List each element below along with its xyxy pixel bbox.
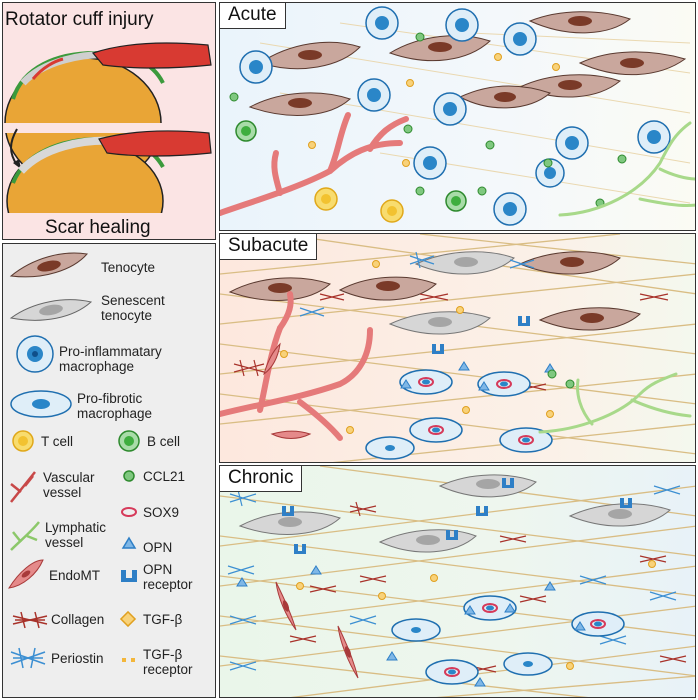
legend-tenocyte: Tenocyte [101, 260, 156, 275]
legend-panel: Tenocyte Senescent tenocyte Pro-inflamma… [2, 243, 216, 698]
injury-panel: Rotator cuff injury Scar healing [2, 2, 216, 240]
legend-periostin: Periostin [51, 651, 104, 666]
healed-shoulder [3, 130, 215, 239]
t-cell-icon [12, 430, 34, 452]
legend-profibrotic-line1: Pro-fibrotic [77, 391, 143, 406]
chronic-tgfb [296, 560, 656, 670]
b-cell-icon [118, 430, 140, 452]
acute-tenocyte-nuclei [288, 16, 644, 108]
legend-profibrotic-line2: macrophage [77, 406, 153, 421]
subacute-periostin [299, 251, 535, 317]
collagen-icon [12, 611, 48, 629]
chronic-senescent [238, 474, 671, 553]
acute-b-cells [235, 120, 467, 212]
subacute-ccl21 [547, 369, 575, 389]
chronic-opn [236, 565, 586, 687]
acute-panel: Acute [219, 2, 696, 231]
subacute-endomt [263, 342, 312, 439]
legend-opn-receptor-line1: OPN [143, 562, 173, 577]
legend-b-cell: B cell [147, 434, 181, 449]
vascular-vessel-icon [10, 471, 36, 503]
legend-opn-receptor-line2: receptor [143, 577, 193, 592]
tgfb-icon [119, 610, 137, 628]
chronic-periostin [227, 485, 681, 671]
legend-collagen: Collagen [51, 612, 105, 627]
legend-tgfb-receptor-line1: TGF-β [143, 647, 183, 662]
subacute-macrophages [365, 369, 553, 460]
subacute-label: Subacute [220, 234, 318, 260]
legend-opn: OPN [143, 540, 173, 555]
legend-vascular-line1: Vascular [43, 470, 95, 485]
acute-vascular-vessel [220, 112, 409, 216]
profibrotic-macrophage-icon [10, 390, 72, 418]
subacute-tgfb [280, 260, 554, 434]
chronic-collagen [289, 501, 687, 673]
endomt-icon [8, 559, 44, 589]
senescent-tenocyte-icon [9, 299, 93, 321]
periostin-icon [10, 647, 46, 669]
chronic-opn-receptor [282, 478, 632, 554]
subacute-nuclei [268, 257, 604, 323]
legend-vascular-line2: vessel [43, 485, 82, 500]
tenocyte-icon [9, 252, 88, 278]
legend-lymphatic-line1: Lymphatic [45, 520, 107, 535]
legend-t-cell: T cell [41, 434, 74, 449]
subacute-illustration [220, 234, 695, 462]
subacute-opn [400, 361, 556, 391]
acute-lymphatic-vessel [558, 121, 695, 217]
opn-receptor-icon [121, 570, 137, 582]
healing-outcome: Scar healing [45, 217, 151, 238]
legend-senescent-line2: tenocyte [101, 308, 153, 323]
legend-sox9: SOX9 [143, 505, 180, 520]
legend-icons [8, 252, 140, 669]
acute-tgfb [308, 53, 560, 167]
legend-proinflammatory-line1: Pro-inflammatary [59, 344, 162, 359]
chronic-macrophages [391, 595, 625, 685]
tgfb-receptor-icon [122, 658, 135, 662]
subacute-opn-receptor [432, 316, 530, 354]
legend-senescent-line1: Senescent [101, 293, 165, 308]
acute-illustration [220, 6, 695, 226]
injury-title: Rotator cuff injury [5, 9, 154, 30]
subacute-lymphatic-vessel [538, 372, 692, 434]
ccl21-icon [123, 470, 135, 482]
lymphatic-vessel-icon [10, 521, 40, 551]
sox9-icon [121, 507, 137, 517]
injury-illustration [3, 42, 215, 239]
opn-icon [121, 536, 137, 549]
acute-macrophages [239, 6, 671, 226]
acute-t-cells [314, 187, 404, 223]
legend-lymphatic-line2: vessel [45, 535, 84, 550]
acute-ccl21 [229, 32, 627, 208]
chronic-panel: Chronic [219, 465, 696, 698]
legend-tgfb-receptor-line2: receptor [143, 662, 193, 677]
legend-proinflammatory-line2: macrophage [59, 359, 135, 374]
subacute-panel: Subacute [219, 233, 696, 463]
proinflammatory-macrophage-icon [16, 335, 54, 373]
chronic-illustration [220, 466, 695, 697]
legend-endomt: EndoMT [49, 568, 101, 583]
legend-ccl21: CCL21 [143, 469, 186, 484]
acute-label: Acute [220, 3, 286, 29]
chronic-label: Chronic [220, 466, 303, 492]
legend-tgfb: TGF-β [143, 612, 183, 627]
